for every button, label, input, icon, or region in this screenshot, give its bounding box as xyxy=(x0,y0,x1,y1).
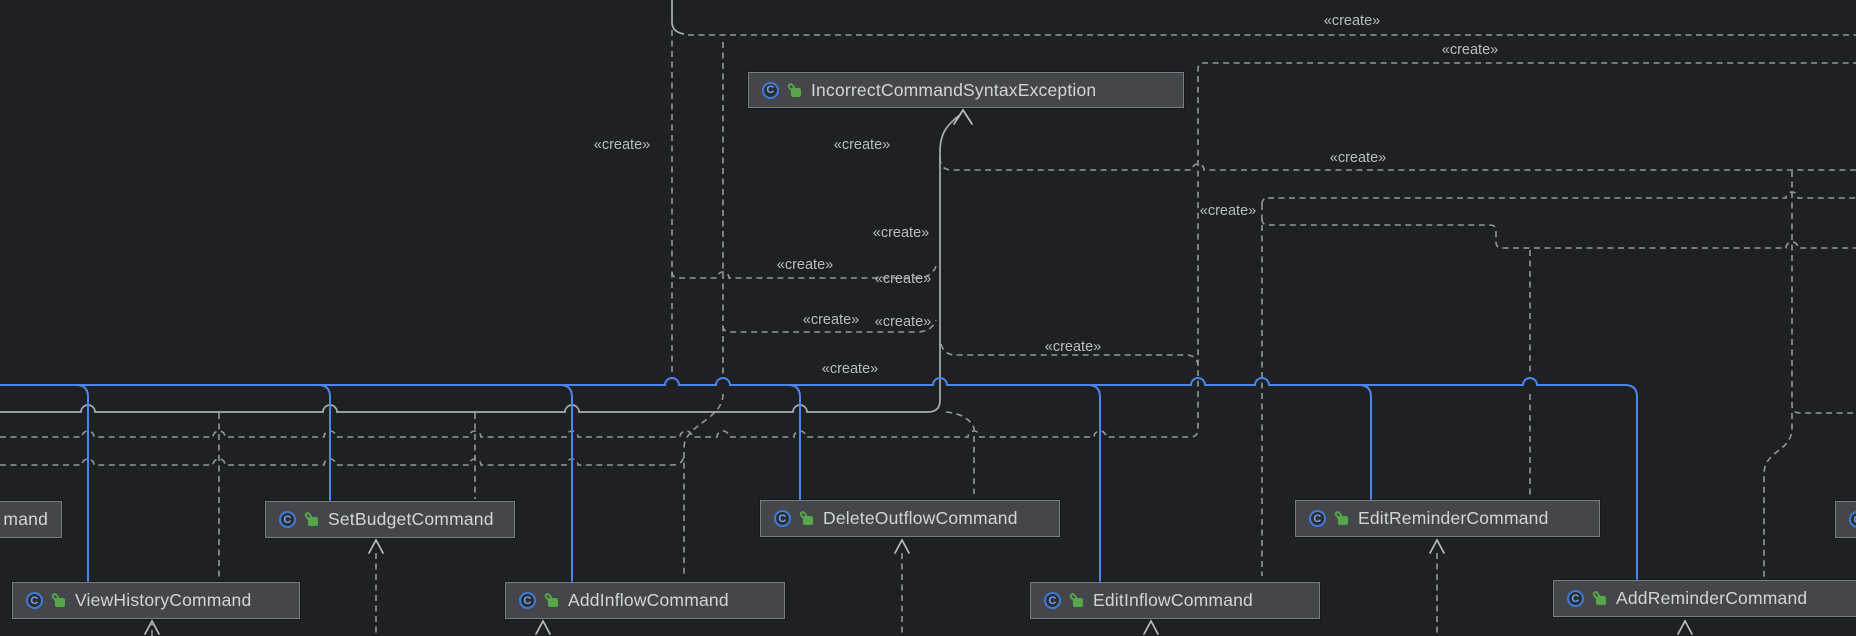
create-stereotype-label: «create» xyxy=(1329,150,1387,166)
arrowheads xyxy=(144,108,1693,635)
class-node-partial-right[interactable]: C xyxy=(1835,501,1856,538)
blue-branch-edit-inflow xyxy=(1087,384,1101,582)
lock-open-icon xyxy=(545,593,559,608)
blue-branch-edit-reminder xyxy=(1358,384,1372,500)
class-icon: C xyxy=(774,510,791,527)
create-stereotype-label: «create» xyxy=(1199,203,1257,219)
class-icon: C xyxy=(519,592,536,609)
arrowhead-exception xyxy=(953,108,973,125)
arrowhead-add-reminder xyxy=(1677,619,1693,635)
create-stereotype-label: «create» xyxy=(874,314,932,330)
class-node-view-history-command[interactable]: C ViewHistoryCommand xyxy=(12,582,300,619)
lock-open-icon xyxy=(788,83,802,98)
lock-open-icon xyxy=(1335,511,1349,526)
arrowhead-set-budget xyxy=(368,538,384,554)
class-node-set-budget-command[interactable]: C SetBudgetCommand xyxy=(265,501,515,538)
create-dependency-edges xyxy=(0,30,1856,636)
blue-branch-add-inflow xyxy=(559,384,573,582)
lock-open-icon xyxy=(52,593,66,608)
create-stereotype-label: «create» xyxy=(776,257,834,273)
class-node-delete-outflow-command[interactable]: C DeleteOutflowCommand xyxy=(760,500,1060,537)
class-icon: C xyxy=(1849,511,1856,528)
lock-open-icon xyxy=(1070,593,1084,608)
class-icon: C xyxy=(1567,590,1584,607)
class-name-label: AddInflowCommand xyxy=(568,590,729,610)
class-node-edit-reminder-command[interactable]: C EditReminderCommand xyxy=(1295,500,1600,537)
create-stereotype-label: «create» xyxy=(1044,339,1102,355)
create-stereotype-label: «create» xyxy=(593,137,651,153)
class-name-label: IncorrectCommandSyntaxException xyxy=(811,79,1097,100)
blue-branch-delete-outflow xyxy=(787,384,801,500)
arrowhead-edit-inflow xyxy=(1143,619,1159,635)
create-stereotype-label: «create» xyxy=(874,271,932,287)
blue-branch-set-budget xyxy=(317,384,331,501)
class-name-label: DeleteOutflowCommand xyxy=(823,508,1018,528)
create-stereotype-label: «create» xyxy=(802,312,860,328)
class-icon: C xyxy=(762,81,779,99)
class-node-edit-inflow-command[interactable]: C EditInflowCommand xyxy=(1030,582,1320,619)
create-stereotype-label: «create» xyxy=(1323,13,1381,29)
inheritance-edges-blue xyxy=(0,377,1638,582)
merged-dependency-bus xyxy=(0,0,962,413)
class-icon: C xyxy=(279,511,296,528)
lock-open-icon xyxy=(800,511,814,526)
class-name-label: mand xyxy=(3,509,48,529)
class-name-label: ViewHistoryCommand xyxy=(75,590,252,610)
create-stereotype-label: «create» xyxy=(872,225,930,241)
arrowhead-delete-outflow xyxy=(894,538,910,554)
arrowhead-edit-reminder xyxy=(1429,538,1445,554)
blue-bus xyxy=(0,377,1638,580)
create-stereotype-label: «create» xyxy=(1441,42,1499,58)
class-node-add-reminder-command[interactable]: C AddReminderCommand xyxy=(1553,580,1856,617)
class-icon: C xyxy=(1044,592,1061,609)
lock-open-icon xyxy=(1593,591,1607,606)
class-node-add-inflow-command[interactable]: C AddInflowCommand xyxy=(505,582,785,619)
lock-open-icon xyxy=(305,512,319,527)
create-stereotype-label: «create» xyxy=(821,361,879,377)
create-stereotype-label: «create» xyxy=(833,137,891,153)
arrowhead-view-history xyxy=(144,619,160,635)
blue-branch-view-history xyxy=(75,384,89,582)
class-node-partial-left[interactable]: mand xyxy=(0,501,62,538)
class-name-label: EditReminderCommand xyxy=(1358,508,1549,528)
class-name-label: AddReminderCommand xyxy=(1616,588,1808,608)
class-name-label: SetBudgetCommand xyxy=(328,509,494,529)
class-node-incorrect-command-syntax-exception[interactable]: C IncorrectCommandSyntaxException xyxy=(748,72,1184,108)
class-name-label: EditInflowCommand xyxy=(1093,590,1253,610)
class-icon: C xyxy=(26,592,43,609)
class-icon: C xyxy=(1309,510,1326,527)
arrowhead-add-inflow xyxy=(535,619,551,635)
